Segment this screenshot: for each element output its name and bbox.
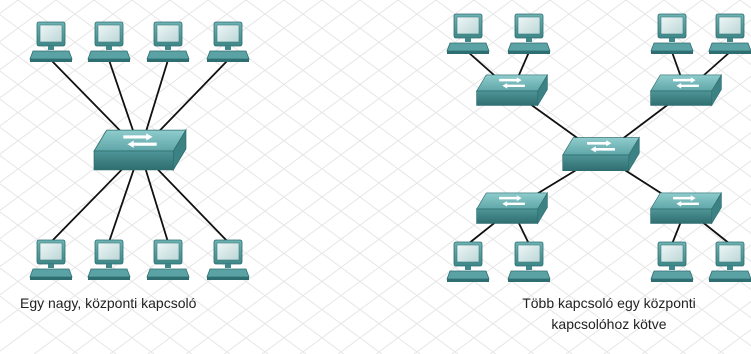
computer-icon (206, 21, 250, 63)
access-switch-icon (650, 74, 722, 106)
grid-line (0, 0, 437, 324)
computer-icon (146, 21, 190, 63)
device-layer (29, 13, 751, 283)
central-switch-icon (93, 129, 187, 171)
grid-line (299, 19, 751, 354)
grid-line (0, 0, 475, 352)
grid-line (641, 272, 751, 354)
grid-line (109, 0, 589, 354)
computer-icon (507, 13, 551, 55)
access-switch-icon (476, 74, 548, 106)
grid-line (337, 47, 751, 354)
grid-line (0, 70, 383, 354)
computer-icon (507, 241, 551, 283)
computer-icon (708, 241, 751, 283)
grid-line (33, 0, 513, 354)
grid-line (55, 0, 535, 354)
grid-line (489, 160, 751, 354)
grid-line (0, 154, 269, 354)
grid-line (663, 0, 751, 66)
caption-single-switch: Egy nagy, központi kapcsoló (20, 295, 197, 311)
grid-line (0, 0, 19, 14)
computer-icon (708, 13, 751, 55)
grid-line (0, 239, 155, 354)
computer-icon (206, 239, 250, 281)
grid-line (0, 126, 307, 354)
grid-line (0, 0, 95, 71)
access-switch-icon (476, 192, 548, 224)
grid-line (435, 0, 751, 234)
grid-line (261, 0, 741, 354)
grid-line (473, 0, 751, 206)
caption-multi-switch: Több kapcsoló egy központi kapcsolóhoz k… (475, 293, 743, 335)
grid-line (0, 98, 345, 354)
grid-line (359, 0, 751, 291)
grid-line (0, 183, 231, 354)
grid-line (0, 42, 421, 354)
grid-line (603, 244, 751, 354)
computer-icon (146, 239, 190, 281)
grid-line (71, 0, 551, 354)
grid-line (527, 188, 751, 354)
grid-line (321, 0, 751, 319)
grid-line (0, 0, 399, 296)
grid-line (0, 267, 117, 354)
grid-line (625, 0, 751, 94)
grid-line (283, 0, 751, 347)
access-switch-icon (650, 192, 722, 224)
grid-line (413, 103, 751, 354)
grid-line (245, 0, 725, 354)
computer-icon (446, 241, 490, 283)
grid-line (0, 0, 361, 268)
grid-line (451, 131, 751, 354)
computer-icon (650, 13, 694, 55)
grid-line (185, 0, 665, 354)
grid-line (0, 211, 193, 354)
grid-line (223, 0, 703, 354)
grid-line (587, 0, 751, 122)
core-switch-icon (562, 137, 640, 172)
caption-multi-switch-line-1: Több kapcsoló egy központi (522, 295, 696, 311)
grid-line (147, 0, 627, 354)
grid-line (565, 216, 751, 354)
grid-line (0, 0, 285, 211)
grid-line (549, 0, 751, 150)
grid-line (169, 0, 649, 354)
caption-multi-switch-line-2: kapcsolóhoz kötve (551, 316, 667, 332)
grid-line (207, 0, 687, 354)
grid-line (375, 75, 751, 354)
